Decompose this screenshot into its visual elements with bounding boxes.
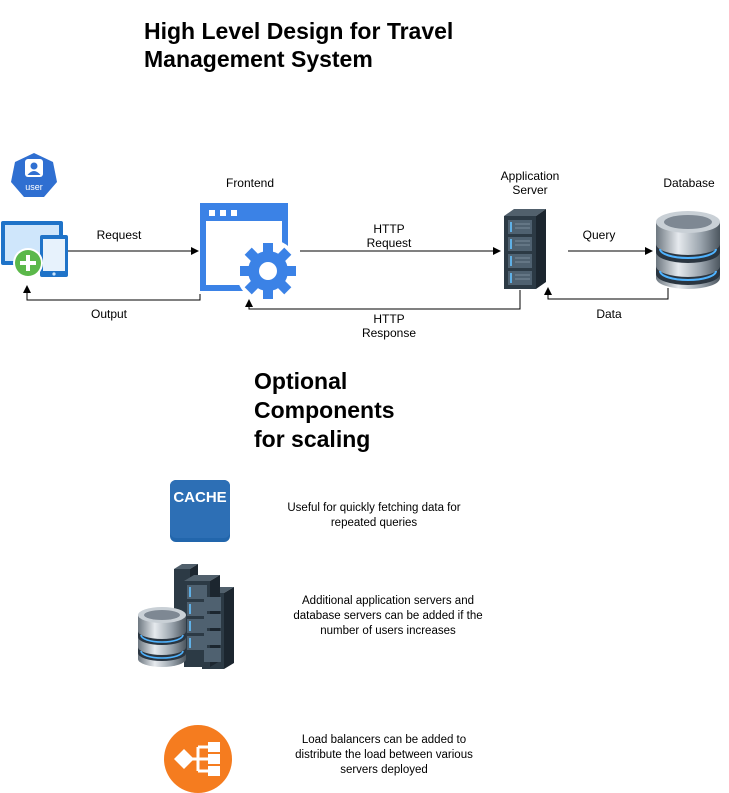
http-response-label-line-1: HTTP	[373, 312, 405, 326]
user-badge-icon: user	[11, 153, 57, 197]
title-line-1: High Level Design for Travel	[144, 18, 454, 44]
optional-title-line-1: Optional	[254, 368, 348, 394]
app-server-icon	[504, 209, 546, 289]
server-desc-line-3: number of users increases	[320, 625, 456, 637]
cache-icon: CACHE	[170, 480, 230, 542]
cache-desc-line-1: Useful for quickly fetching data for	[287, 502, 461, 514]
server-desc-line-2: database servers can be added if the	[293, 610, 483, 622]
title-line-2: Management System	[144, 46, 373, 72]
optional-title-line-3: for scaling	[254, 426, 371, 452]
app-server-label: Application Server	[490, 169, 570, 197]
data-edge-label: Data	[596, 307, 622, 321]
optional-section-title: Optional Components for scaling	[254, 367, 395, 454]
load-balancer-icon	[164, 725, 232, 793]
frontend-app-icon	[200, 203, 300, 301]
http-response-edge	[245, 290, 521, 310]
server-desc-line-1: Additional application servers and	[302, 595, 474, 607]
frontend-label: Frontend	[225, 176, 275, 190]
load-balancer-description: Load balancers can be added to distribut…	[272, 733, 496, 778]
database-icon	[656, 211, 720, 289]
user-badge-label: user	[25, 182, 43, 192]
http-request-label-line-1: HTTP	[373, 222, 405, 236]
cache-badge-text: CACHE	[173, 489, 226, 506]
http-request-label-line-2: Request	[366, 236, 412, 250]
data-edge	[544, 287, 669, 300]
lb-desc-line-2: distribute the load between various	[295, 749, 473, 761]
cache-description: Useful for quickly fetching data for rep…	[262, 501, 486, 531]
app-server-label-line-1: Application	[500, 169, 560, 183]
output-edge-label: Output	[90, 307, 128, 321]
server-cluster-description: Additional application servers and datab…	[276, 594, 500, 639]
devices-icon	[1, 221, 68, 278]
lb-desc-line-3: servers deployed	[340, 764, 428, 776]
lb-desc-line-1: Load balancers can be added to	[301, 734, 467, 746]
output-edge	[23, 285, 201, 301]
http-response-label-line-2: Response	[361, 326, 417, 340]
app-server-label-line-2: Server	[512, 183, 548, 197]
diagram-title: High Level Design for Travel Management …	[144, 17, 453, 73]
database-label: Database	[663, 176, 715, 190]
server-cluster-icon	[138, 564, 234, 669]
http-response-edge-label: HTTP Response	[352, 312, 426, 340]
http-request-edge-label: HTTP Request	[354, 222, 424, 250]
optional-title-line-2: Components	[254, 397, 395, 423]
query-edge-label: Query	[582, 228, 616, 242]
cache-desc-line-2: repeated queries	[330, 517, 418, 529]
request-edge-label: Request	[96, 228, 142, 242]
